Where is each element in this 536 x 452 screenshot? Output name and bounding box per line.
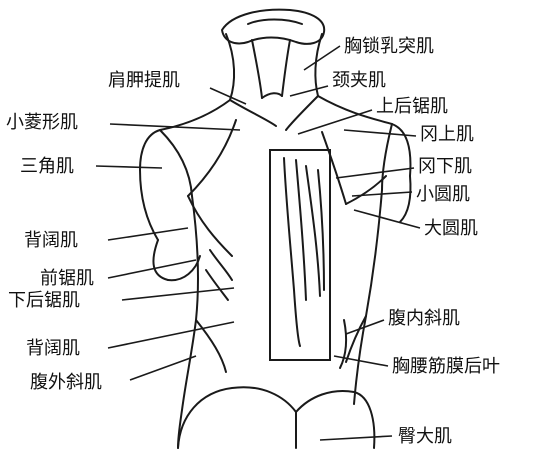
leader-gangshang bbox=[344, 130, 416, 136]
label-xiongyaojinmo: 胸腰筋膜后叶 bbox=[392, 356, 500, 377]
leader-sanjiao bbox=[96, 166, 162, 168]
label-qianjuji: 前锯肌 bbox=[40, 268, 94, 289]
leader-beikuo-upper bbox=[108, 228, 188, 240]
leader-gangxia bbox=[336, 168, 414, 178]
label-tunda: 臀大肌 bbox=[398, 426, 452, 447]
thoracolumbar-fascia-box bbox=[270, 150, 330, 360]
head-outline bbox=[222, 10, 324, 44]
label-xiahoujuji: 下后锯肌 bbox=[8, 290, 80, 311]
label-beikuo-lower: 背阔肌 bbox=[26, 338, 80, 359]
neck-right bbox=[315, 34, 322, 96]
leader-xiahoujuji bbox=[122, 288, 234, 300]
label-funeixie: 腹内斜肌 bbox=[388, 308, 460, 329]
leader-fuwaixie bbox=[130, 356, 196, 380]
label-xiongsuoruotu: 胸锁乳突肌 bbox=[344, 36, 434, 57]
label-xiaolingxing: 小菱形肌 bbox=[6, 112, 78, 133]
gluteal-outline bbox=[178, 387, 296, 448]
right-torso-outline bbox=[354, 190, 382, 404]
leader-shanghoujuji bbox=[298, 110, 372, 134]
label-dayuan: 大圆肌 bbox=[424, 218, 478, 239]
label-jingjia: 颈夹肌 bbox=[332, 70, 386, 91]
leader-xiaolingxing bbox=[110, 124, 240, 130]
leader-dayuan bbox=[354, 210, 420, 228]
neck-left bbox=[226, 34, 234, 100]
leader-xiongsuoruotu bbox=[304, 46, 340, 70]
label-gangshang: 冈上肌 bbox=[420, 124, 474, 145]
label-sanjiao: 三角肌 bbox=[20, 156, 74, 177]
leader-qianjuji bbox=[108, 260, 196, 278]
leader-beikuo-lower bbox=[108, 322, 234, 348]
label-gangxia: 冈下肌 bbox=[418, 156, 472, 177]
label-shanghoujuji: 上后锯肌 bbox=[376, 96, 448, 117]
leader-jingjia bbox=[290, 86, 328, 96]
label-fuwaixie: 腹外斜肌 bbox=[30, 372, 102, 393]
label-beikuo-upper: 背阔肌 bbox=[24, 230, 78, 251]
left-torso-outline bbox=[178, 196, 198, 448]
leader-tunda bbox=[320, 436, 392, 440]
label-jianjiati: 肩胛提肌 bbox=[108, 70, 180, 91]
label-xiaoyuan: 小圆肌 bbox=[416, 184, 470, 205]
